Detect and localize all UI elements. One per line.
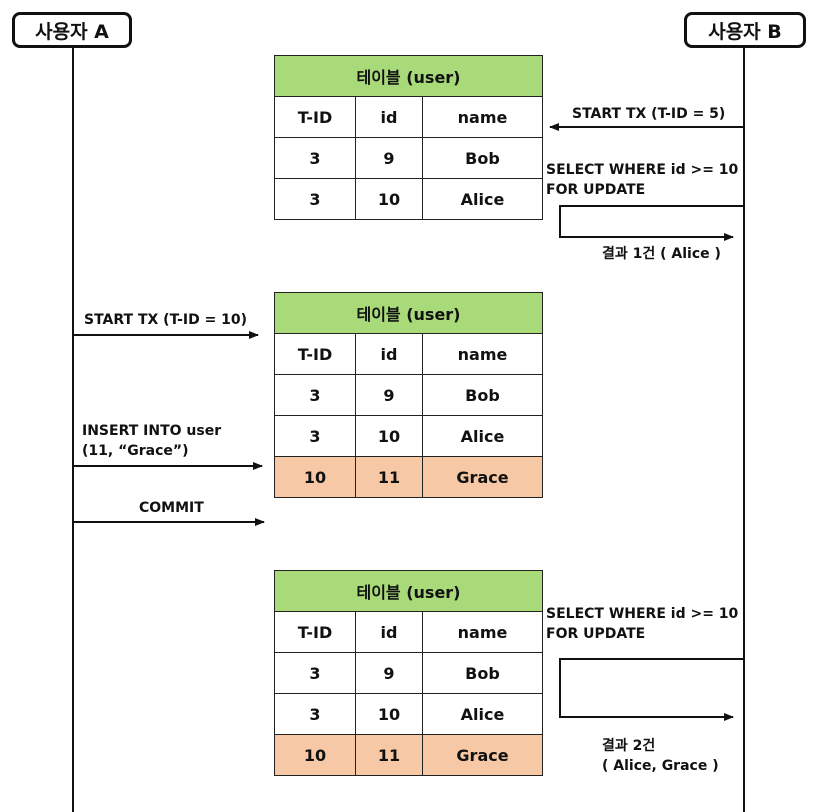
cell-tid: 3 bbox=[274, 652, 356, 694]
col-header-tid: T-ID bbox=[274, 333, 356, 375]
col-header-id: id bbox=[355, 611, 423, 653]
cell-tid: 3 bbox=[274, 137, 356, 179]
cell-name: Alice bbox=[422, 415, 543, 457]
cell-tid: 3 bbox=[274, 374, 356, 416]
col-header-name: name bbox=[422, 96, 543, 138]
cell-id: 9 bbox=[355, 652, 423, 694]
cell-id: 10 bbox=[355, 178, 423, 220]
label-b-select1-line1: SELECT WHERE id >= 10 bbox=[546, 162, 739, 178]
cell-name: Bob bbox=[422, 374, 543, 416]
label-b-select2-line2: FOR UPDATE bbox=[546, 626, 646, 642]
label-b-select2-line1: SELECT WHERE id >= 10 bbox=[546, 606, 739, 622]
label-a-insert-line1: INSERT INTO user bbox=[82, 423, 222, 439]
label-b-result2-line2: ( Alice, Grace ) bbox=[602, 758, 719, 774]
table-row: 3 10 Alice bbox=[274, 693, 543, 735]
lifeline-user-b bbox=[743, 48, 745, 812]
cell-name: Bob bbox=[422, 652, 543, 694]
cell-name: Grace bbox=[422, 734, 543, 776]
user-table-1: 테이블 (user) T-ID id name 3 9 Bob 3 10 Ali… bbox=[274, 55, 543, 220]
cell-name: Bob bbox=[422, 137, 543, 179]
cell-tid: 10 bbox=[274, 456, 356, 498]
table-title: 테이블 (user) bbox=[274, 570, 543, 612]
table-title: 테이블 (user) bbox=[274, 55, 543, 97]
label-a-start: START TX (T-ID = 10) bbox=[84, 312, 248, 328]
cell-id: 10 bbox=[355, 693, 423, 735]
actor-user-a: 사용자 A bbox=[12, 12, 132, 48]
cell-id: 11 bbox=[355, 734, 423, 776]
table-row: 3 9 Bob bbox=[274, 137, 543, 179]
table-row-inserted: 10 11 Grace bbox=[274, 734, 543, 776]
cell-name: Alice bbox=[422, 178, 543, 220]
label-b-start: START TX (T-ID = 5) bbox=[572, 106, 726, 122]
table-row: 3 9 Bob bbox=[274, 652, 543, 694]
cell-name: Grace bbox=[422, 456, 543, 498]
col-header-name: name bbox=[422, 611, 543, 653]
lifeline-user-a bbox=[72, 48, 74, 812]
user-table-3: 테이블 (user) T-ID id name 3 9 Bob 3 10 Ali… bbox=[274, 570, 543, 776]
table-row-inserted: 10 11 Grace bbox=[274, 456, 543, 498]
col-header-tid: T-ID bbox=[274, 96, 356, 138]
col-header-id: id bbox=[355, 96, 423, 138]
cell-tid: 3 bbox=[274, 415, 356, 457]
actor-user-b: 사용자 B bbox=[684, 12, 806, 48]
col-header-name: name bbox=[422, 333, 543, 375]
table-row: 3 10 Alice bbox=[274, 178, 543, 220]
col-header-id: id bbox=[355, 333, 423, 375]
label-a-insert-line2: (11, “Grace”) bbox=[82, 443, 189, 459]
user-table-2: 테이블 (user) T-ID id name 3 9 Bob 3 10 Ali… bbox=[274, 292, 543, 498]
cell-tid: 10 bbox=[274, 734, 356, 776]
label-b-result2-line1: 결과 2건 bbox=[602, 738, 656, 754]
cell-tid: 3 bbox=[274, 178, 356, 220]
table-row: 3 9 Bob bbox=[274, 374, 543, 416]
cell-id: 10 bbox=[355, 415, 423, 457]
label-b-result1: 결과 1건 ( Alice ) bbox=[602, 246, 721, 262]
label-b-select1-line2: FOR UPDATE bbox=[546, 182, 646, 198]
table-row: 3 10 Alice bbox=[274, 415, 543, 457]
cell-name: Alice bbox=[422, 693, 543, 735]
cell-tid: 3 bbox=[274, 693, 356, 735]
cell-id: 9 bbox=[355, 374, 423, 416]
cell-id: 9 bbox=[355, 137, 423, 179]
cell-id: 11 bbox=[355, 456, 423, 498]
col-header-tid: T-ID bbox=[274, 611, 356, 653]
arrow-b-select2 bbox=[559, 658, 743, 721]
table-title: 테이블 (user) bbox=[274, 292, 543, 334]
arrow-b-select1 bbox=[559, 205, 743, 241]
label-a-commit: COMMIT bbox=[139, 500, 204, 516]
